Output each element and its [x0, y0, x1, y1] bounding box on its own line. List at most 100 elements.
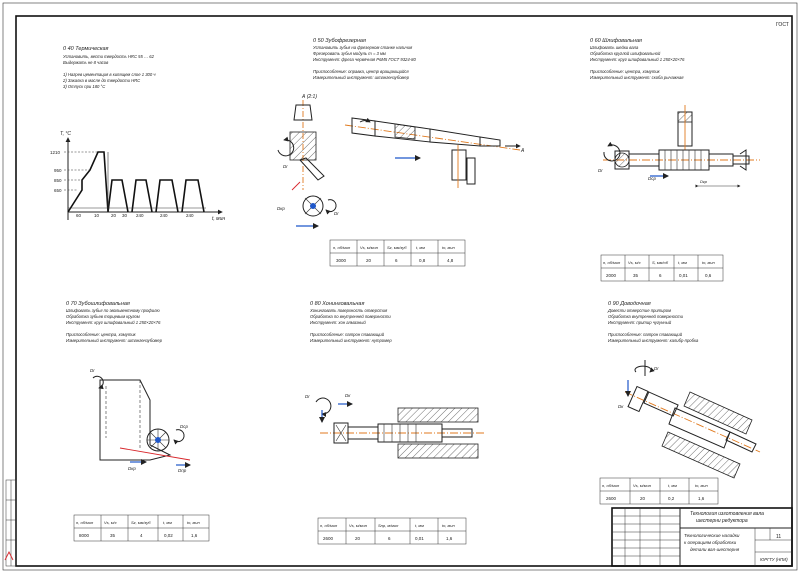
callout: Dcp: [180, 424, 188, 429]
table-header: t, мм: [668, 483, 677, 488]
op-line: Измерительный инструмент: нутромер: [310, 338, 392, 343]
table-cell: 0,6: [705, 273, 712, 278]
doc-title-line: шестерни редуктора: [696, 518, 748, 524]
title-block: Технология изготовления вала шестерни ре…: [611, 507, 793, 567]
op-line: Шлифовать шейки вала: [590, 45, 639, 50]
op-line: Установить, вести твердость HRC 55 … 62: [63, 54, 155, 59]
op-line: 1) Нагрев цементация в кипящем слое 1 30…: [63, 72, 156, 77]
graph-ylabel: Т, °С: [60, 131, 71, 137]
op-header: 0 70 Зубошлифовальная: [66, 301, 130, 307]
x-tick: 20: [111, 213, 117, 218]
hobbing-main-view: А: [344, 117, 525, 188]
callout: Dкр: [700, 179, 708, 184]
table-cell: 4: [140, 533, 143, 538]
op-honing: 0 80 Хонинговальная Хонинговать поверхно…: [305, 301, 485, 545]
x-tick: 30: [122, 213, 128, 218]
table-cell: 35: [633, 273, 639, 278]
table-cell: 20: [355, 536, 361, 541]
table-cell: 2600: [323, 536, 334, 541]
table-cell: 1,6: [191, 533, 198, 538]
table-header: Vs, м/с: [104, 520, 117, 525]
op-header: 0 90 Доводочная: [608, 301, 651, 307]
table-cell: 0,2: [668, 496, 675, 501]
callout: Dr: [305, 394, 310, 399]
table-cell: 0,01: [415, 536, 424, 541]
table-header: t, мм: [416, 245, 425, 250]
table-cell: 35: [110, 533, 116, 538]
corner-mark: ГОСТ: [776, 22, 789, 28]
table-cell: 0,8: [419, 258, 426, 263]
op-line: Довести отверстие притиром: [607, 308, 671, 313]
callout: Dr: [334, 211, 339, 216]
table-cell: 4,8: [447, 258, 454, 263]
op-line: Обработка круглой шлифовальной: [590, 51, 661, 56]
params-table: n, об/мин Vs, м/мин t, мм to, мин 2600 2…: [599, 477, 719, 505]
table-cell: 3000: [336, 258, 347, 263]
op-line: Инструмент: притир чугунный: [608, 320, 672, 325]
op-line: Обработка по внутренней поверхности: [310, 314, 391, 319]
table-header: Sz, мм/зуб: [131, 520, 151, 525]
drawing-title-line: к операциям обработки: [684, 540, 737, 545]
op-line: Фрезеровать зубья модуль m = 3 мм: [313, 51, 386, 56]
op-thermal: 0 40 Термическая Установить, вести тверд…: [50, 46, 225, 222]
table-cell: 0,02: [164, 533, 173, 538]
op-line: Выдержать не 8 часов: [63, 60, 109, 65]
op-line: Хонинговать поверхность отверстия: [309, 308, 388, 313]
x-tick: 240: [160, 213, 168, 218]
table-cell: 2000: [606, 273, 617, 278]
callout: Dпр: [178, 468, 187, 473]
org-name: ЮРГТУ (НПИ): [760, 557, 788, 562]
table-header: t, мм: [678, 260, 687, 265]
callout: А: [520, 148, 525, 154]
op-line: Шлифовать зубья по эвольвентному профилю: [66, 308, 160, 313]
params-table: n, об/мин Vs, м/мин Sz, мм/зуб t, мм to,…: [329, 239, 466, 267]
table-cell: 20: [640, 496, 646, 501]
op-header: 0 60 Шлифовальная: [590, 38, 642, 44]
table-header: Vs, м/мин: [633, 483, 652, 488]
table-header: to, мин: [442, 245, 456, 250]
table-header: Vs, м/мин: [360, 245, 379, 250]
table-header: t, мм: [163, 520, 172, 525]
y-tick: 950: [54, 168, 62, 173]
op-line: Приспособление: патрон плавающий: [310, 332, 385, 337]
op-header: 0 80 Хонинговальная: [310, 301, 364, 307]
left-margin-stamp: [4, 479, 17, 567]
tooth-grinding-view: Dr Dcp Dкр Dпр: [90, 368, 191, 473]
table-cell: 6: [388, 536, 391, 541]
sheet-number: 11: [776, 534, 781, 540]
callout: Dк: [345, 393, 351, 398]
y-tick: 850: [54, 178, 62, 183]
table-header: n, об/мин: [602, 483, 620, 488]
gear-tooth-detail: А (2:1) Dr Dr Dкр: [277, 94, 339, 229]
table-cell: 20: [366, 258, 372, 263]
table-header: Sпр, м/мин: [378, 523, 399, 528]
table-header: Vs, м/с: [628, 260, 641, 265]
callout: Dr: [283, 164, 288, 169]
table-header: to, мин: [187, 520, 201, 525]
op-line: Приспособление: центра, хомутик: [66, 332, 137, 337]
y-tick: 1210: [50, 150, 61, 155]
table-header: t, мм: [415, 523, 424, 528]
x-tick: 10: [94, 213, 100, 218]
params-table: n, об/мин Vs, м/с S, мм/об t, мм to, мин…: [600, 254, 724, 282]
params-table: n, об/мин Vs, м/с Sz, мм/зуб t, мм to, м…: [73, 514, 210, 542]
table-header: n, об/мин: [603, 260, 621, 265]
op-line: Установить зубья на фрезерном станке нал…: [313, 45, 413, 50]
doc-title-line: Технология изготовления вала: [690, 511, 764, 517]
x-tick: 60: [76, 213, 82, 218]
table-header: n, об/мин: [76, 520, 94, 525]
table-header: Vs, м/мин: [349, 523, 368, 528]
op-line: 3) Отпуск при 180 °C: [63, 84, 106, 89]
table-cell: 6: [395, 258, 398, 263]
x-tick: 240: [136, 213, 144, 218]
op-line: Инструмент: круг шлифовальный 1 250×20×7…: [66, 320, 161, 325]
drawing-title-line: Технологические наладки: [684, 533, 740, 538]
op-line: Приспособление: центра, хомутик: [590, 69, 661, 74]
callout: А (2:1): [301, 94, 317, 100]
table-cell: 0,01: [679, 273, 688, 278]
table-header: to, мин: [695, 483, 709, 488]
op-line: Обработка зубьев торцевым кругом: [66, 314, 140, 319]
table-header: to, мин: [442, 523, 456, 528]
